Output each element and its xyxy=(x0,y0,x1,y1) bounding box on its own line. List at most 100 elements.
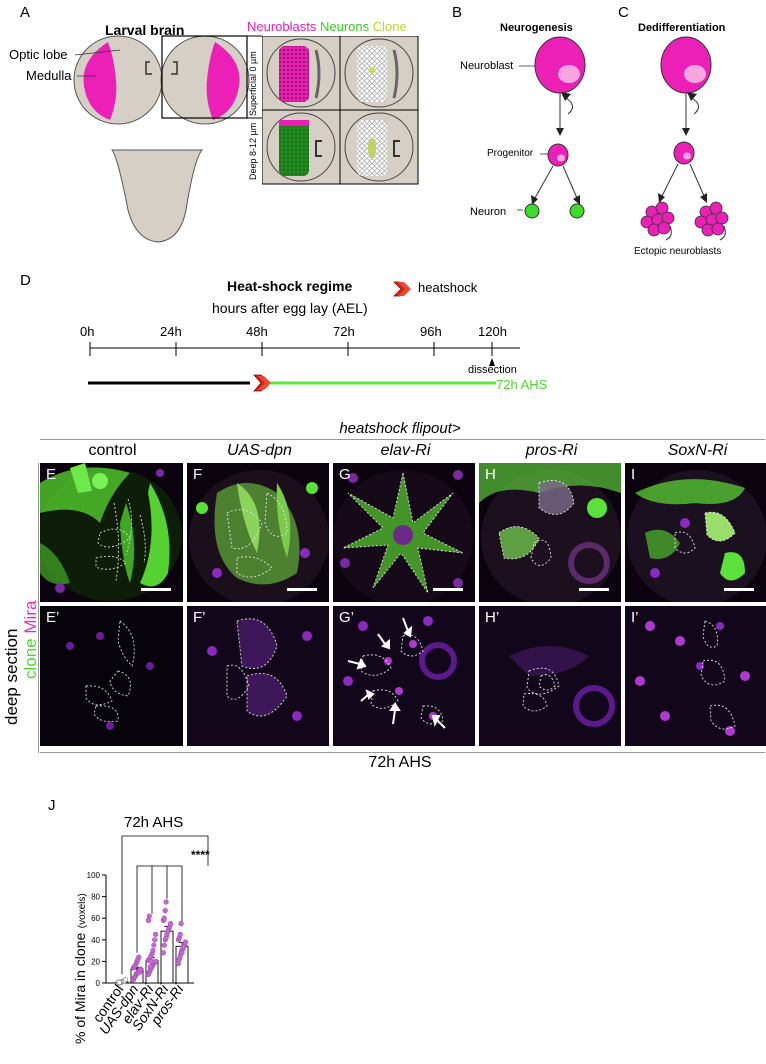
data-point xyxy=(160,950,166,956)
panel-letter-a: A xyxy=(20,4,31,21)
scale-bar xyxy=(433,588,463,591)
scale-bar xyxy=(141,588,171,591)
image-f: F xyxy=(187,463,329,602)
tick-24h: 24h xyxy=(160,324,182,339)
image-f-prime: F’ xyxy=(187,606,329,746)
image-label-e: E xyxy=(46,466,57,483)
heatshock-regime-title: Heat-shock regime xyxy=(227,278,353,294)
data-point xyxy=(153,958,159,965)
data-point xyxy=(150,947,156,954)
image-i: I xyxy=(625,463,766,602)
scale-bar xyxy=(724,588,754,591)
larval-brain-title: Larval brain xyxy=(105,22,185,38)
image-label-h: H xyxy=(485,466,496,483)
data-point xyxy=(163,899,169,905)
data-point xyxy=(179,950,185,956)
image-h-prime: H’ xyxy=(479,606,621,746)
neurogenesis-diagram xyxy=(517,36,586,219)
header-rule xyxy=(40,439,765,440)
image-label-i-prime: I’ xyxy=(631,609,639,626)
col-label-elav-ri: elav-Ri xyxy=(380,442,431,459)
tick-0h: 0h xyxy=(80,324,95,339)
data-point xyxy=(151,942,157,948)
image-e: E xyxy=(40,463,183,602)
tick-48h: 48h xyxy=(246,324,268,339)
scale-bar xyxy=(287,588,317,591)
image-i-prime: I’ xyxy=(625,606,766,746)
chart-title: 72h AHS xyxy=(124,814,184,831)
panel-letter-b: B xyxy=(452,4,463,21)
image-e-prime: E’ xyxy=(40,606,183,746)
col-label-soxn-ri: SoxN-Ri xyxy=(667,442,728,459)
data-point xyxy=(175,960,181,967)
panel-letter-c: C xyxy=(618,4,629,21)
legend-neuroblasts: Neuroblasts xyxy=(247,19,317,34)
data-point xyxy=(178,920,184,927)
tick-72h: 72h xyxy=(333,324,355,339)
footer-rule xyxy=(40,752,765,753)
image-label-h-prime: H’ xyxy=(485,609,500,626)
data-point xyxy=(162,908,168,914)
image-g: G xyxy=(333,463,475,602)
neuron-label: Neuron xyxy=(470,206,507,218)
tick-96h: 96h xyxy=(420,324,442,339)
dedifferentiation-diagram xyxy=(640,36,729,241)
ahs-footer: 72h AHS xyxy=(368,754,432,771)
significance-stars: **** xyxy=(191,848,210,862)
col-label-control: control xyxy=(88,442,137,459)
panel-letter-j: J xyxy=(48,797,56,814)
ectopic-cluster-left xyxy=(640,201,675,237)
image-g-prime: G’ xyxy=(333,606,475,746)
optic-lobe-label: Optic lobe xyxy=(9,47,68,62)
ectopic-neuroblasts-label: Ectopic neuroblasts xyxy=(634,246,722,257)
data-point xyxy=(183,939,189,945)
data-point xyxy=(153,931,159,938)
dissection-label: dissection xyxy=(468,364,517,376)
data-point xyxy=(180,944,186,950)
image-label-e-prime: E’ xyxy=(46,609,60,626)
larval-brain-diagram xyxy=(73,35,262,243)
legend-neurons: Neurons xyxy=(320,19,370,34)
row-rule xyxy=(38,463,39,753)
data-point xyxy=(116,979,122,986)
y-tick-label: 20 xyxy=(91,957,100,966)
image-label-i: I xyxy=(631,466,636,483)
data-point xyxy=(148,958,154,965)
medulla-section-grid xyxy=(262,36,419,185)
data-point xyxy=(177,931,183,938)
ahs-label: 72h AHS xyxy=(496,377,548,392)
neurogenesis-title: Neurogenesis xyxy=(500,22,573,34)
col-label-uas-dpn: UAS-dpn xyxy=(227,442,292,459)
data-point xyxy=(136,954,142,960)
data-point xyxy=(145,917,151,923)
tick-120h: 120h xyxy=(478,324,507,339)
ael-subtitle: hours after egg lay (AEL) xyxy=(212,300,368,316)
significance-brackets xyxy=(121,835,209,975)
timeline-diagram xyxy=(88,281,520,392)
image-label-g: G xyxy=(339,466,351,483)
panel-a-legend: Neuroblasts Neurons Clone xyxy=(247,19,407,34)
y-tick-label: 0 xyxy=(96,979,101,988)
bracket-comparison xyxy=(136,865,183,953)
data-point xyxy=(147,964,153,970)
scale-bar xyxy=(579,588,609,591)
y-tick-label: 60 xyxy=(91,914,100,923)
image-label-f: F xyxy=(193,466,203,483)
image-label-f-prime: F’ xyxy=(193,609,206,626)
ectopic-cluster-right xyxy=(694,201,729,237)
data-point xyxy=(161,942,167,948)
image-label-g-prime: G’ xyxy=(339,609,354,626)
legend-clone: Clone xyxy=(372,19,407,34)
data-point xyxy=(138,967,144,973)
data-point xyxy=(168,920,174,927)
heatshock-legend-text: heatshock xyxy=(418,280,478,295)
image-h: H xyxy=(479,463,621,602)
data-point xyxy=(161,915,167,921)
data-point xyxy=(146,913,152,919)
y-tick-label: 40 xyxy=(91,936,100,945)
data-point xyxy=(122,977,129,983)
bracket-control xyxy=(121,835,209,975)
heatshock-flipout-header: heatshock flipout> xyxy=(339,420,461,437)
